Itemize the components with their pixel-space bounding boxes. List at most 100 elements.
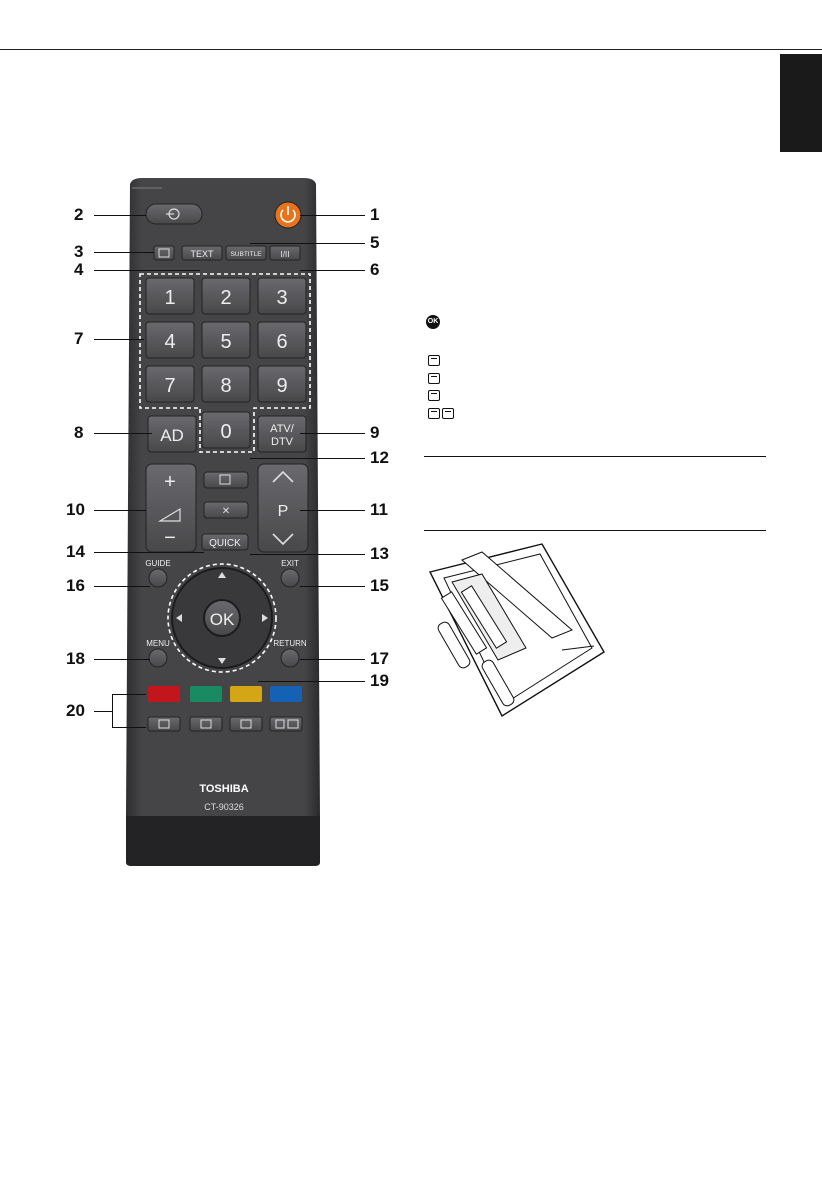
dtv-label: DTV	[271, 436, 294, 448]
digit-label-1: 1	[164, 287, 175, 309]
text-button	[181, 245, 223, 261]
digit-button-0	[201, 411, 251, 449]
callout-number-7: 7	[74, 329, 84, 348]
red-button	[148, 686, 180, 702]
exit-text-icon	[442, 408, 454, 419]
callout-line-18	[94, 659, 150, 661]
callout-line-17	[300, 659, 365, 661]
callout-number-18: 18	[66, 649, 85, 668]
callout-number-20: 20	[66, 701, 85, 720]
picture-size-button	[153, 245, 175, 261]
digit-button-8	[201, 365, 251, 403]
model-number: CT-90326	[204, 802, 244, 812]
ok-label: OK	[210, 610, 235, 629]
separator-1	[424, 456, 766, 457]
digit-button-2	[201, 277, 251, 315]
callout-line-11	[300, 510, 365, 512]
reveal-icon	[428, 355, 440, 366]
digit-label-9: 9	[276, 375, 287, 397]
program-label: P	[278, 503, 289, 520]
digit-button-9	[257, 365, 307, 403]
callout-number-13: 13	[370, 544, 389, 563]
callout-number-16: 16	[66, 576, 85, 595]
hold-icon	[428, 373, 440, 384]
clock-button	[269, 716, 303, 732]
subtitle-button-label: SUBTITLE	[230, 251, 262, 258]
ad-button-label: AD	[160, 426, 184, 445]
return-label: RETURN	[273, 639, 307, 648]
callout-number-8: 8	[74, 423, 84, 442]
callout-line-16	[94, 586, 150, 588]
digit-label-6: 6	[276, 331, 287, 353]
callout-number-15: 15	[370, 576, 389, 595]
callout-number-5: 5	[370, 233, 380, 252]
svg-text:✕: ✕	[222, 506, 230, 517]
subtitle-button	[225, 245, 267, 261]
separator-2	[424, 530, 766, 531]
reveal-button	[147, 716, 181, 732]
brand-logo: TOSHIBA	[199, 783, 248, 795]
callout-line-6	[300, 270, 365, 272]
atv-label: ATV/	[270, 423, 295, 435]
digit-button-6	[257, 321, 307, 359]
callout-line-7	[94, 339, 144, 341]
mute-button	[203, 501, 249, 519]
callout-line-8	[94, 433, 152, 435]
digit-button-5	[201, 321, 251, 359]
callout-number-11: 11	[370, 500, 388, 519]
digit-label-5: 5	[220, 331, 231, 353]
callout-number-19: 19	[370, 671, 389, 690]
digit-label-0: 0	[220, 421, 231, 443]
callout-line-4	[94, 270, 200, 272]
digit-button-3	[257, 277, 307, 315]
text-button-label: TEXT	[190, 249, 214, 259]
callout-line-1	[300, 215, 365, 217]
menu-label: MENU	[146, 639, 170, 648]
callout-line-14	[94, 552, 204, 554]
digit-label-8: 8	[220, 375, 231, 397]
exit-button	[280, 568, 300, 588]
exit-label: EXIT	[281, 559, 299, 568]
digit-button-4	[145, 321, 195, 359]
callout-bracket-20	[112, 694, 146, 728]
quick-button-label: QUICK	[209, 538, 241, 549]
index-button	[229, 716, 263, 732]
callout-number-4: 4	[74, 260, 84, 279]
guide-label: GUIDE	[145, 559, 170, 568]
yellow-button	[230, 686, 262, 702]
battery-installation-illustration	[428, 543, 605, 718]
callout-number-6: 6	[370, 260, 380, 279]
callout-number-17: 17	[370, 649, 389, 668]
audio-button-label: I/II	[281, 250, 290, 259]
callout-line-19	[258, 681, 365, 683]
guide-button	[148, 568, 168, 588]
volume-minus-label: −	[164, 527, 176, 549]
menu-button	[148, 648, 168, 668]
audio-button	[269, 245, 301, 261]
callout-line-15	[300, 586, 365, 588]
digit-label-2: 2	[220, 287, 231, 309]
callout-number-12: 12	[370, 448, 389, 467]
blue-button	[270, 686, 302, 702]
callout-line-5	[250, 243, 365, 245]
callout-line-13	[250, 554, 365, 556]
callout-line-3	[94, 252, 154, 254]
callout-number-3: 3	[74, 242, 84, 261]
volume-plus-label: +	[164, 471, 176, 493]
digit-label-3: 3	[276, 287, 287, 309]
callout-line-20	[94, 711, 112, 713]
ok-button	[203, 599, 241, 637]
return-button	[280, 648, 300, 668]
callout-line-9	[300, 433, 365, 435]
callout-line-2	[94, 215, 146, 217]
index-icon	[428, 390, 440, 401]
green-button	[190, 686, 222, 702]
digit-label-7: 7	[164, 375, 175, 397]
callout-number-10: 10	[66, 500, 85, 519]
hold-button	[189, 716, 223, 732]
callout-line-10	[94, 510, 146, 512]
callout-number-2: 2	[74, 205, 84, 224]
callout-line-12	[250, 458, 365, 460]
info-button	[203, 471, 249, 489]
